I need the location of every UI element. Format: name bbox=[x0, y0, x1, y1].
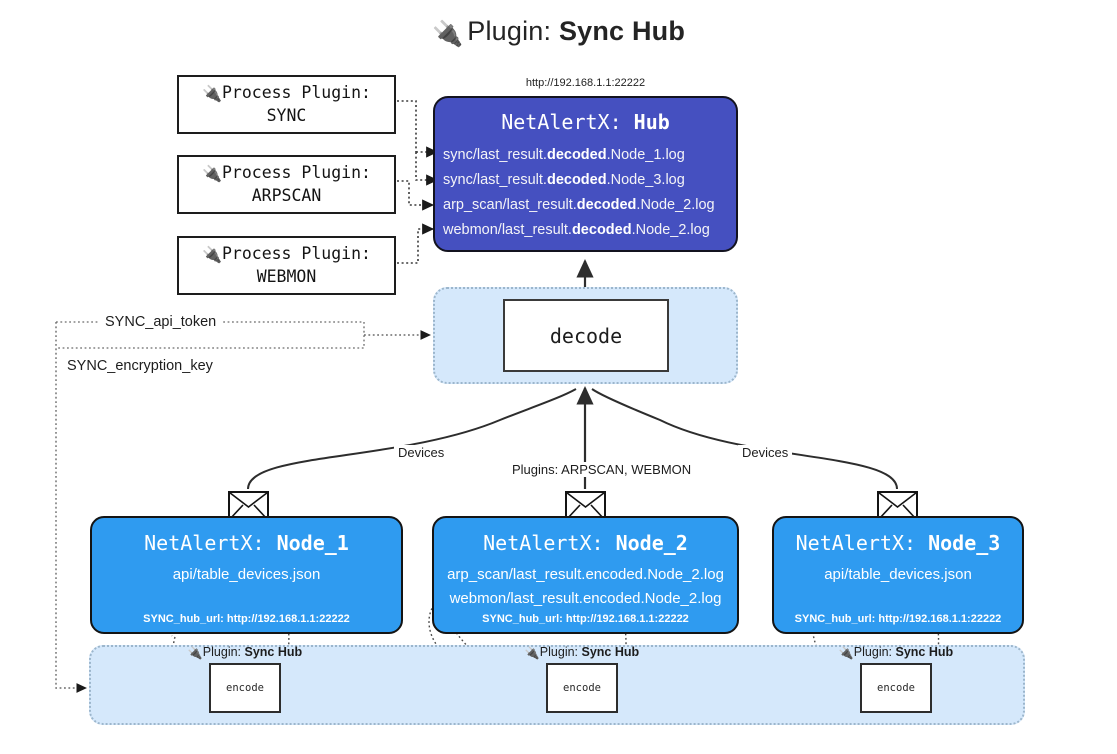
page-title-prefix: Plugin: bbox=[467, 16, 559, 46]
encoder-1-caption: 🔌Plugin: Sync Hub bbox=[187, 645, 303, 660]
plug-icon: 🔌 bbox=[202, 86, 222, 103]
process-plugin-webmon[interactable]: 🔌Process Plugin: WEBMON bbox=[177, 236, 396, 295]
node-1[interactable]: NetAlertX: Node_1 api/table_devices.json… bbox=[90, 516, 403, 634]
node-2[interactable]: NetAlertX: Node_2 arp_scan/last_result.e… bbox=[432, 516, 739, 634]
envelope-icon bbox=[565, 491, 606, 521]
process-plugin-arpscan[interactable]: 🔌Process Plugin: ARPSCAN bbox=[177, 155, 396, 214]
node-2-lines: arp_scan/last_result.encoded.Node_2.log … bbox=[434, 563, 737, 612]
plug-icon: 🔌 bbox=[202, 166, 222, 183]
hub-title: NetAlertX: Hub bbox=[435, 110, 736, 134]
edge-label-devices-left: Devices bbox=[394, 445, 449, 460]
wire-token-to-bottom-band bbox=[55, 322, 87, 693]
token-label-api-token: SYNC_api_token bbox=[100, 314, 222, 330]
encoder-1-box[interactable]: encode bbox=[209, 663, 281, 713]
encoder-3-box[interactable]: encode bbox=[860, 663, 932, 713]
node-1-footer: SYNC_hub_url: http://192.168.1.1:22222 bbox=[143, 613, 350, 625]
hub-log-1: sync/last_result.decoded.Node_1.log bbox=[443, 147, 685, 163]
hub-url-label: http://192.168.1.1:22222 bbox=[525, 77, 646, 89]
process-plugin-label: Process Plugin: bbox=[221, 163, 371, 182]
node-2-line-1: arp_scan/last_result.encoded.Node_2.log bbox=[447, 566, 724, 583]
process-plugin-name: ARPSCAN bbox=[251, 186, 322, 206]
hub-log-2: sync/last_result.decoded.Node_3.log bbox=[443, 172, 685, 189]
token-label-encryption-key: SYNC_encryption_key bbox=[62, 358, 218, 374]
process-plugin-name: WEBMON bbox=[256, 267, 317, 287]
plug-icon: 🔌 bbox=[187, 646, 203, 660]
process-plugin-label: Process Plugin: bbox=[221, 244, 371, 263]
plug-icon: 🔌 bbox=[838, 646, 854, 660]
edge-label-plugins-center: Plugins: ARPSCAN, WEBMON bbox=[508, 462, 696, 477]
node-1-lines: api/table_devices.json bbox=[92, 563, 401, 587]
page-title-name: Sync Hub bbox=[558, 16, 686, 46]
encoder-3-caption: 🔌Plugin: Sync Hub bbox=[838, 645, 954, 660]
node-2-title: NetAlertX: Node_2 bbox=[483, 531, 688, 555]
plug-icon: 🔌 bbox=[431, 20, 464, 48]
node-3-lines: api/table_devices.json bbox=[774, 563, 1022, 587]
envelope-icon bbox=[877, 491, 918, 521]
node-2-footer: SYNC_hub_url: http://192.168.1.1:22222 bbox=[482, 613, 689, 625]
plug-icon: 🔌 bbox=[524, 646, 540, 660]
process-plugin-label: Process Plugin: bbox=[221, 83, 371, 102]
encoder-2-box[interactable]: encode bbox=[546, 663, 618, 713]
edge-label-devices-right: Devices bbox=[738, 445, 793, 460]
process-plugin-sync[interactable]: 🔌Process Plugin: SYNC bbox=[177, 75, 396, 134]
wire-sync-to-hub bbox=[397, 100, 417, 152]
hub-log-4: webmon/last_result.decoded.Node_2.log bbox=[443, 222, 710, 239]
node-3[interactable]: NetAlertX: Node_3 api/table_devices.json… bbox=[772, 516, 1024, 634]
node-3-footer: SYNC_hub_url: http://192.168.1.1:22222 bbox=[794, 613, 1002, 625]
process-plugin-name: SYNC bbox=[266, 106, 307, 126]
hub-log-3: arp_scan/last_result.decoded.Node_2.log bbox=[443, 197, 715, 214]
hub-node[interactable]: NetAlertX: Hub sync/last_result.decoded.… bbox=[433, 96, 738, 252]
node-3-line-1: api/table_devices.json bbox=[824, 566, 972, 583]
hub-log-list: sync/last_result.decoded.Node_1.log sync… bbox=[435, 143, 736, 243]
wire-webmon-to-hub bbox=[397, 223, 435, 264]
plug-icon: 🔌 bbox=[202, 247, 222, 264]
envelope-icon bbox=[228, 491, 269, 521]
node-2-line-2: webmon/last_result.encoded.Node_2.log bbox=[449, 590, 722, 608]
node-3-title: NetAlertX: Node_3 bbox=[795, 531, 1001, 555]
page-title: 🔌Plugin: Sync Hub bbox=[0, 16, 1117, 49]
hub-title-prefix: NetAlertX: bbox=[501, 110, 634, 134]
node-1-line-1: api/table_devices.json bbox=[172, 566, 321, 583]
encoder-2-caption: 🔌Plugin: Sync Hub bbox=[524, 645, 640, 660]
wire-arpscan-to-hub bbox=[397, 180, 435, 211]
decode-box[interactable]: decode bbox=[503, 299, 669, 372]
hub-title-name: Hub bbox=[633, 110, 670, 134]
node-1-title: NetAlertX: Node_1 bbox=[144, 531, 349, 555]
